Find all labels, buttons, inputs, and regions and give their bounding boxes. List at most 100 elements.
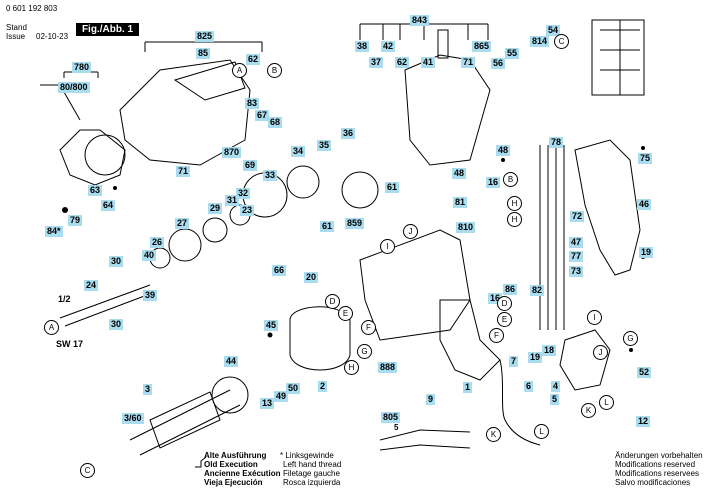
callout-62b: 62 <box>246 54 261 65</box>
callout-54: 54 <box>546 25 561 36</box>
switch-unit <box>559 329 611 391</box>
callout-86: 86 <box>503 284 518 295</box>
legend-old-en: Old Execution <box>204 460 258 469</box>
legend-old-fr: Ancienne Exécution <box>204 469 281 478</box>
chuck-body <box>59 129 126 186</box>
callout-78: 78 <box>549 137 564 148</box>
callout-79: 79 <box>68 215 83 226</box>
letter-B: B <box>503 172 518 187</box>
callout-814: 814 <box>530 36 550 47</box>
top-gearbox <box>404 54 491 166</box>
screw-79 <box>62 207 68 213</box>
circuit-box <box>591 19 645 96</box>
cable <box>499 359 541 446</box>
callout-72: 72 <box>570 211 585 222</box>
callout-71a: 71 <box>461 57 476 68</box>
letter-C: C <box>80 463 95 478</box>
callout-35: 35 <box>317 140 332 151</box>
callout-48a: 48 <box>452 168 467 179</box>
callout-16a: 16 <box>486 177 501 188</box>
callout-16b: 16 <box>488 293 503 304</box>
rear-handle <box>574 139 641 276</box>
callout-19a: 19 <box>639 247 654 258</box>
chuck-ring <box>84 134 126 176</box>
letter-I: I <box>587 310 602 325</box>
handle-lower <box>439 299 501 381</box>
callout-9: 9 <box>426 394 436 405</box>
field-coil <box>289 306 351 371</box>
letter-C: C <box>554 34 569 49</box>
callout-2: 2 <box>318 381 328 392</box>
callout-69: 69 <box>243 160 258 171</box>
letter-L: L <box>599 395 614 410</box>
callout-1: 1 <box>463 382 473 393</box>
legend-mod-fr: Modifications reservees <box>615 469 700 478</box>
callout-45: 45 <box>264 320 279 331</box>
callout-34: 34 <box>291 146 306 157</box>
legend-thread-fr: Filetage gauche <box>283 469 340 478</box>
callout-85: 85 <box>196 48 211 59</box>
legend-thread-en: Left hand thread <box>283 460 342 469</box>
stand-label: Stand <box>6 23 27 32</box>
callout-4: 4 <box>551 381 561 392</box>
letter-F: F <box>361 320 376 335</box>
armature-shaft <box>129 389 241 456</box>
callout-80-800: 80/800 <box>58 82 90 93</box>
callout-68: 68 <box>268 117 283 128</box>
callout-13: 13 <box>260 398 275 409</box>
callout-20: 20 <box>304 272 319 283</box>
gear-859 <box>341 171 379 209</box>
spindle <box>59 284 156 327</box>
callout-83: 83 <box>245 98 260 109</box>
callout-33: 33 <box>263 170 278 181</box>
legend-old-es: Vieja Ejecución <box>204 478 263 487</box>
callout-61b: 61 <box>320 221 335 232</box>
callout-44: 44 <box>224 356 239 367</box>
callout-73: 73 <box>569 266 584 277</box>
callout-30a: 30 <box>109 256 124 267</box>
callout-64: 64 <box>101 200 116 211</box>
letter-D: D <box>325 294 340 309</box>
callout-843: 843 <box>410 15 430 26</box>
letter-J: J <box>403 224 418 239</box>
callout-32: 32 <box>236 188 251 199</box>
callout-41: 41 <box>421 57 436 68</box>
letter-H: H <box>507 212 522 227</box>
callout-888: 888 <box>378 362 398 373</box>
part-number: 0 601 192 803 <box>6 4 58 13</box>
ring-29 <box>202 217 228 243</box>
callout-859: 859 <box>345 218 365 229</box>
callout-27: 27 <box>175 218 190 229</box>
bearing-27 <box>168 228 202 262</box>
callout-780: 780 <box>72 62 92 73</box>
issue-label: Issue <box>6 32 26 41</box>
callout-50: 50 <box>286 383 301 394</box>
callout-29: 29 <box>208 203 223 214</box>
ring-44 <box>211 376 249 414</box>
callout-7: 7 <box>509 356 519 367</box>
callout-6: 6 <box>524 381 534 392</box>
letter-B: B <box>267 63 282 78</box>
thread-size-label: 1/2 <box>58 294 71 304</box>
letter-E: E <box>497 312 512 327</box>
callout-62a: 62 <box>395 57 410 68</box>
callout-24: 24 <box>84 280 99 291</box>
callout-30b: 30 <box>109 319 124 330</box>
callout-47: 47 <box>569 237 584 248</box>
letter-A: A <box>232 63 247 78</box>
callout-52: 52 <box>637 367 652 378</box>
gear-34 <box>286 165 320 199</box>
motor-housing <box>359 229 471 341</box>
legend-mod-en: Modifications reserved <box>615 460 696 469</box>
callout-75: 75 <box>638 153 653 164</box>
callout-3-60: 3/60 <box>122 413 144 424</box>
gear-housing-top <box>173 61 246 101</box>
callout-61a: 61 <box>385 182 400 193</box>
callout-825: 825 <box>195 31 215 42</box>
power-cable <box>379 429 471 451</box>
callout-40: 40 <box>142 250 157 261</box>
callout-31: 31 <box>225 195 240 206</box>
callout-55: 55 <box>505 48 520 59</box>
callout-5b: 5 <box>394 423 399 432</box>
